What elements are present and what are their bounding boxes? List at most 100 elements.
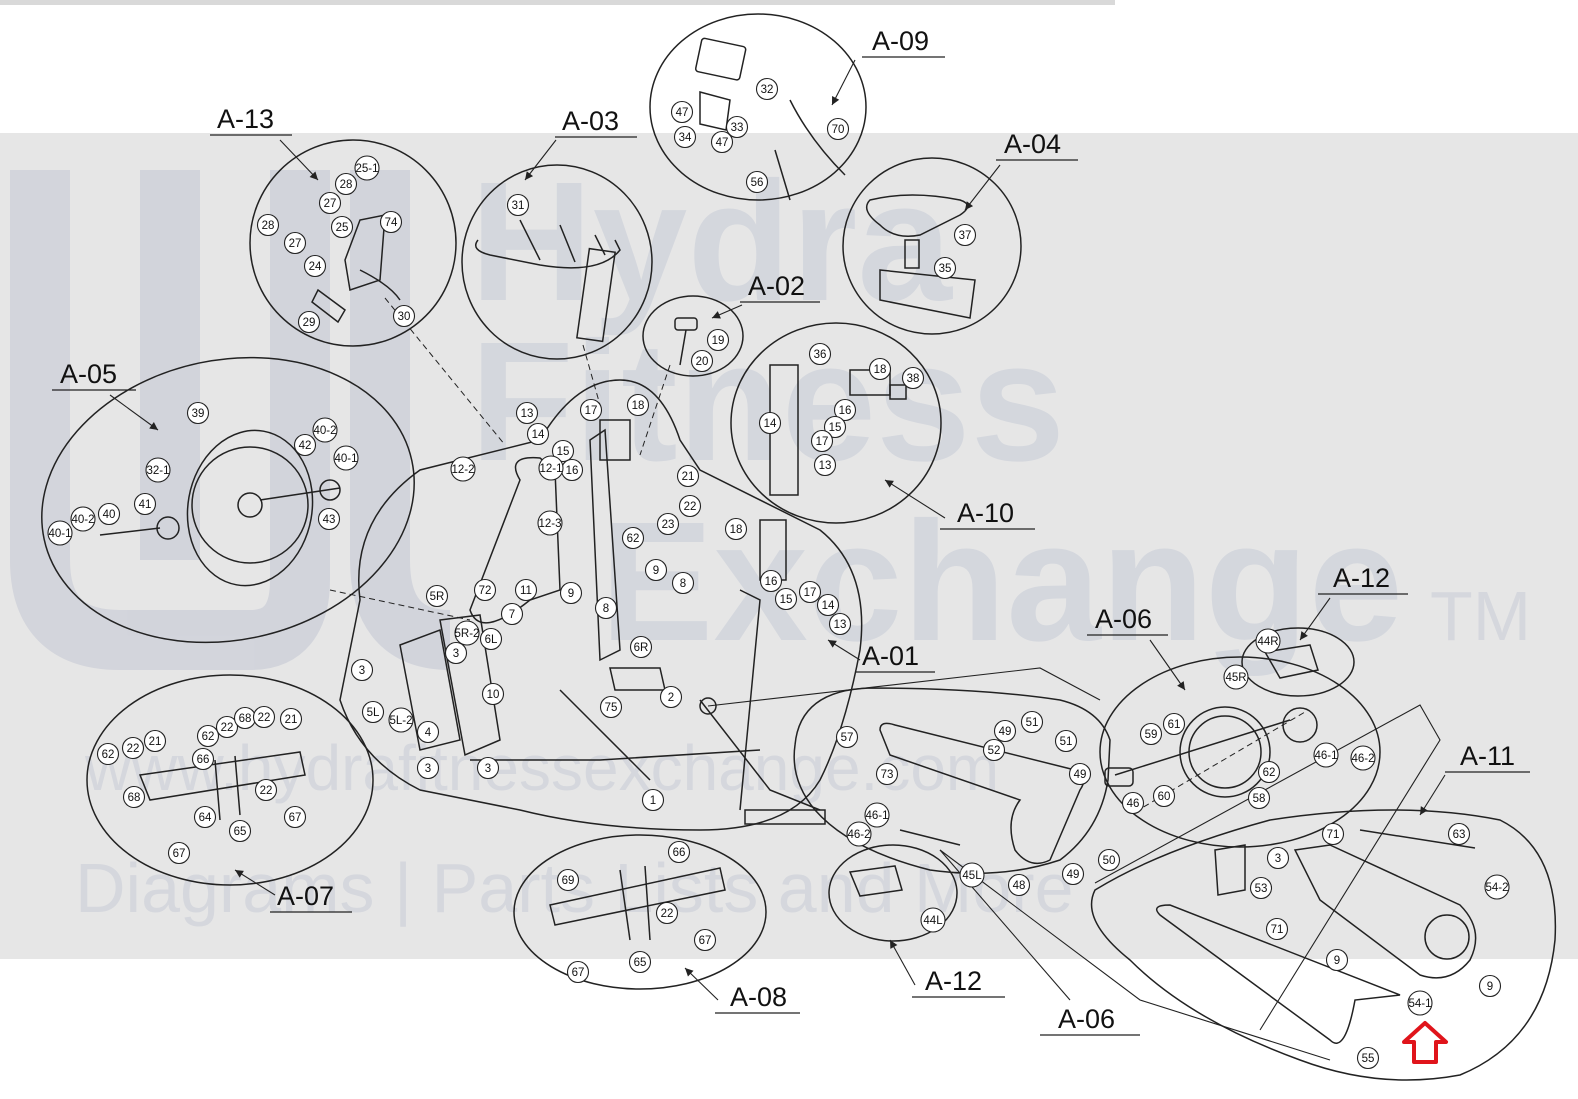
part-number: 40-1 (334, 453, 357, 465)
part-number: 40-2 (313, 425, 336, 437)
part-bubble (354, 155, 380, 181)
part-bubble (706, 328, 730, 352)
part-number: 8 (603, 603, 609, 615)
part-bubble (133, 492, 157, 516)
part-number: 62 (102, 749, 115, 761)
part-bubble (293, 433, 317, 457)
part-callout-27b: 27 (283, 231, 307, 255)
part-bubble (122, 785, 146, 809)
part-bubble (1223, 664, 1249, 690)
group-labels: A-01A-02A-03A-04A-05A-06A-06A-07A-08A-09… (52, 26, 1530, 1036)
part-bubble (416, 720, 440, 744)
group-label-a-03: A-03 (562, 106, 619, 136)
part-bubble (1007, 873, 1031, 897)
part-bubble (479, 627, 503, 651)
part-number: 6L (485, 634, 498, 646)
part-callout-46: 46 (1121, 791, 1145, 815)
part-bubble (673, 125, 697, 149)
part-number: 22 (661, 908, 674, 920)
part-callout-9d: 9 (1478, 974, 1502, 998)
part-bubble (594, 596, 618, 620)
part-bubble (875, 762, 899, 786)
part-number: 44L (923, 915, 943, 927)
part-callout-13c: 13 (828, 612, 852, 636)
part-callout-58: 58 (1247, 786, 1271, 810)
part-callout-57: 57 (835, 725, 859, 749)
part-callout-5L-2: 5L-2 (388, 707, 414, 733)
part-callout-49c: 49 (1061, 862, 1085, 886)
part-number: 32 (761, 84, 774, 96)
part-number: 49 (1074, 769, 1087, 781)
part-number: 16 (566, 465, 579, 477)
part-callout-61: 61 (1162, 712, 1186, 736)
part-number: 69 (562, 875, 575, 887)
group-leader-line (1299, 597, 1331, 641)
part-number: 22 (127, 743, 140, 755)
part-callout-52: 52 (982, 738, 1006, 762)
part-callout-38: 38 (901, 366, 925, 390)
part-bubble (667, 840, 691, 864)
group-label-a-12b: A-12 (925, 966, 982, 996)
part-bubble (97, 502, 121, 526)
part-callout-7: 7 (500, 602, 524, 626)
ellipse-A-10 (730, 322, 942, 524)
part-bubble (186, 401, 210, 425)
part-bubble (1447, 822, 1471, 846)
part-number: 60 (1158, 791, 1171, 803)
arrowhead-icon (965, 201, 974, 210)
part-bubble (846, 821, 872, 847)
part-callout-25-1: 25-1 (354, 155, 380, 181)
part-callout-62c: 62 (196, 724, 220, 748)
part-callout-15b: 15 (551, 439, 575, 463)
part-callout-16c: 16 (759, 569, 783, 593)
part-number: 9 (653, 565, 659, 577)
part-bubble (901, 366, 925, 390)
part-callout-72: 72 (473, 578, 497, 602)
group-leader-line (889, 939, 916, 986)
part-bubble (659, 685, 683, 709)
part-callout-36: 36 (808, 342, 832, 366)
part-bubble (724, 517, 748, 541)
part-callout-5R: 5R (425, 584, 449, 608)
part-number: 27 (289, 238, 302, 250)
part-callout-13b: 13 (515, 401, 539, 425)
part-callout-21c: 21 (279, 707, 303, 731)
group-leader-line (831, 59, 856, 106)
part-number: 13 (521, 408, 534, 420)
part-bubble (193, 805, 217, 829)
part-bubble (252, 705, 276, 729)
ellipse-A-12-bottom (828, 844, 958, 942)
part-callout-16a: 16 (833, 398, 857, 422)
part-callout-67c: 67 (693, 928, 717, 952)
watermark-band (0, 133, 1578, 959)
part-callout-33: 33 (725, 115, 749, 139)
part-bubble (312, 417, 338, 443)
part-bubble (1356, 1046, 1380, 1070)
part-callout-54-2: 54-2 (1484, 874, 1510, 900)
part-bubble (678, 494, 702, 518)
ellipse-A-05 (41, 356, 415, 644)
group-label-a-12a: A-12 (1333, 563, 1390, 593)
part-bubble (167, 841, 191, 865)
part-callout-51a: 51 (1020, 710, 1044, 734)
part-number: 49 (1067, 869, 1080, 881)
part-bubble (256, 213, 280, 237)
part-bubble (656, 512, 680, 536)
part-bubble (215, 715, 239, 739)
part-callout-22e: 22 (254, 778, 278, 802)
arrowhead-icon (309, 171, 318, 180)
part-callout-55: 55 (1356, 1046, 1380, 1070)
part-bubble (1257, 760, 1281, 784)
part-bubble (254, 778, 278, 802)
part-bubble (690, 349, 714, 373)
part-number: 13 (834, 619, 847, 631)
highlight-arrow-icon (1402, 1021, 1448, 1064)
part-number: 3 (1275, 853, 1281, 865)
part-bubble (676, 464, 700, 488)
part-callout-44R: 44R (1255, 628, 1281, 654)
part-bubble (283, 231, 307, 255)
part-callout-37: 37 (953, 223, 977, 247)
part-number: 61 (1168, 719, 1181, 731)
part-bubble (868, 357, 892, 381)
